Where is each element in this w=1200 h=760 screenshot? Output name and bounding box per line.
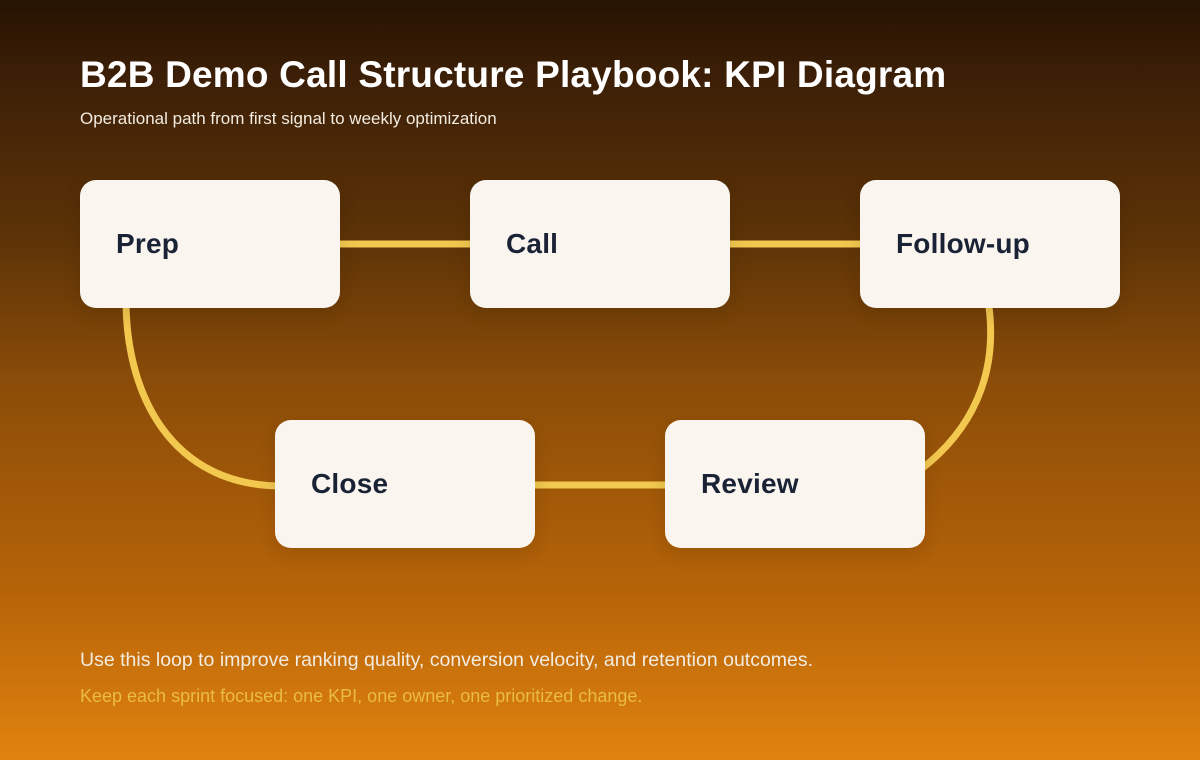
node-prep-label: Prep — [116, 228, 180, 259]
connector-followup-review-curve — [917, 299, 995, 473]
footer-tip: Keep each sprint focused: one KPI, one o… — [80, 686, 643, 706]
node-prep: Prep — [80, 180, 340, 308]
node-close-label: Close — [311, 468, 389, 499]
page-subtitle: Operational path from first signal to we… — [80, 109, 497, 128]
node-follow-up-label: Follow-up — [896, 228, 1030, 259]
node-call: Call — [470, 180, 730, 308]
footer-summary: Use this loop to improve ranking quality… — [80, 649, 814, 671]
node-close: Close — [275, 420, 535, 548]
connector-close-prep-curve — [122, 299, 283, 490]
node-call-label: Call — [506, 228, 559, 259]
node-follow-up: Follow-up — [860, 180, 1120, 308]
page-title: B2B Demo Call Structure Playbook: KPI Di… — [80, 54, 947, 95]
node-review-label: Review — [701, 468, 799, 499]
node-review: Review — [665, 420, 925, 548]
